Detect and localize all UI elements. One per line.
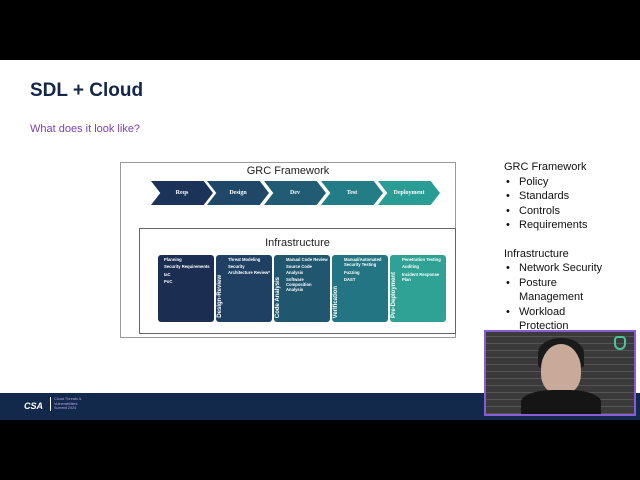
phase-item: Penetration Testing bbox=[402, 257, 441, 262]
grc-title: GRC Framework bbox=[246, 165, 330, 177]
stage-arrow-deployment: Deployment bbox=[378, 181, 440, 205]
list-item: Network Security bbox=[504, 261, 614, 276]
speaker-video bbox=[484, 330, 636, 416]
sdl-diagram: GRC Framework Reqs Design Dev Test Deplo… bbox=[120, 162, 456, 338]
stage-arrow-design: Design bbox=[207, 181, 269, 205]
phase-item: Threat Modeling bbox=[228, 257, 261, 262]
brand-badge-icon bbox=[614, 336, 626, 350]
notes-list: GRC Framework Policy Standards Controls … bbox=[504, 160, 614, 334]
slide: SDL + Cloud What does it look like? GRC … bbox=[0, 60, 640, 420]
stage-arrow-dev: Dev bbox=[264, 181, 326, 205]
stage-arrow-test: Test bbox=[321, 181, 383, 205]
phase-item: Incident Response Plan bbox=[402, 271, 440, 282]
phase-item: Manual/Automated Security Testing bbox=[344, 257, 382, 268]
list-item: Standards bbox=[504, 189, 614, 204]
phase-item: Manual Code Review bbox=[286, 257, 328, 262]
slide-subtitle: What does it look like? bbox=[30, 123, 141, 135]
phase-label: Verification bbox=[333, 285, 339, 318]
phase-item: IaC bbox=[164, 271, 171, 277]
phase-item: DAST bbox=[344, 276, 356, 282]
list-item: Posture Management bbox=[504, 276, 614, 305]
phase-item: PoC bbox=[164, 278, 173, 284]
phase-label: Design-Review bbox=[217, 275, 223, 318]
phase-item: Security Architecture Review* bbox=[228, 264, 270, 275]
list-item: Policy bbox=[504, 175, 614, 190]
phase-item: Fuzzing bbox=[344, 269, 360, 275]
phase-item: Software Composition Analysis bbox=[286, 276, 312, 293]
phase-item: Planning bbox=[164, 257, 182, 262]
phase-label: Code Analysis bbox=[275, 276, 281, 318]
list-item: Workload Protection bbox=[504, 305, 614, 334]
phase-item: Security Requirements bbox=[164, 264, 210, 270]
speaker-body bbox=[521, 390, 601, 414]
slide-title: SDL + Cloud bbox=[30, 80, 144, 101]
list-item: Controls bbox=[504, 204, 614, 219]
grc-heading: GRC Framework bbox=[504, 161, 587, 173]
speaker-face bbox=[541, 344, 581, 394]
list-item: Requirements bbox=[504, 218, 614, 233]
phase-label: Pre-Deployment bbox=[391, 271, 397, 318]
event-name: Cloud Threats & Vulnerabilities Summit 2… bbox=[50, 397, 86, 411]
phase-item: Auditing bbox=[402, 264, 419, 270]
infrastructure-heading: Infrastructure bbox=[504, 247, 569, 260]
stage-arrow-reqs: Reqs bbox=[151, 181, 213, 205]
csa-logo: CSA bbox=[24, 401, 44, 411]
phase-item: Source Code Analysis bbox=[286, 264, 312, 275]
infrastructure-title: Infrastructure bbox=[265, 237, 330, 249]
